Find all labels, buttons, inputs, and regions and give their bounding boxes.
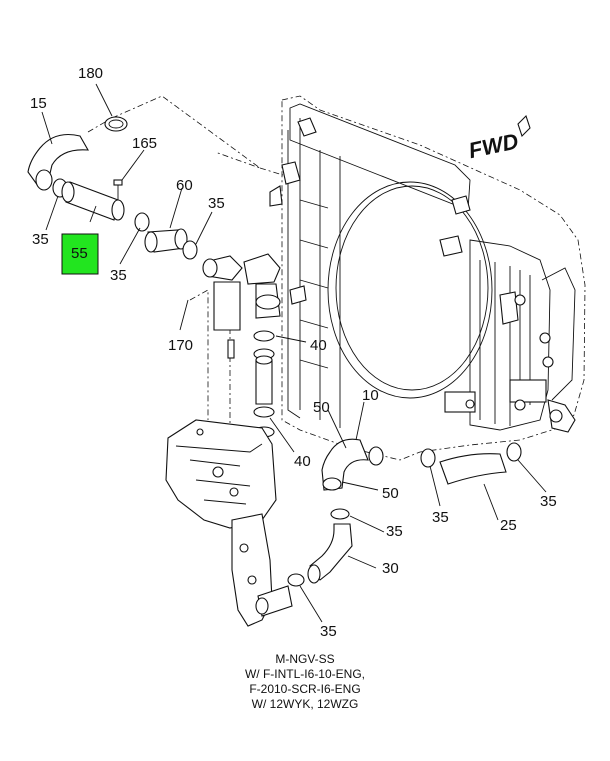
- callout-55-highlight[interactable]: [61, 233, 99, 275]
- seal-40-a: [253, 330, 275, 342]
- caption-line: F-2010-SCR-I6-ENG: [249, 682, 361, 696]
- callout-55[interactable]: 55: [71, 245, 88, 262]
- fwd-label: FWD: [466, 128, 520, 163]
- clamp-35-d: [420, 448, 436, 468]
- callout-60[interactable]: 60: [176, 177, 193, 194]
- callouts: 180 15 165 60 35 55 35 35 170 40 40 50 1…: [30, 65, 557, 640]
- upper-hose-assembly: [27, 95, 284, 260]
- callout-35-f[interactable]: 35: [386, 523, 403, 540]
- forward-direction-indicator: FWD: [466, 114, 531, 163]
- callout-35-b[interactable]: 35: [110, 267, 127, 284]
- callout-35-d[interactable]: 35: [432, 509, 449, 526]
- radiator-assembly: [269, 95, 586, 461]
- caption-line: W/ F-INTL-I6-10-ENG,: [244, 667, 365, 681]
- clamp-35-c: [182, 240, 198, 260]
- callout-35-e[interactable]: 35: [540, 493, 557, 510]
- callout-40-b[interactable]: 40: [294, 453, 311, 470]
- clamp-35-f: [330, 508, 350, 520]
- callout-35-g[interactable]: 35: [320, 623, 337, 640]
- housing-assembly: [165, 253, 305, 627]
- lower-hoses: [307, 438, 522, 584]
- clamp-50-b: [322, 477, 342, 491]
- callout-170[interactable]: 170: [168, 337, 193, 354]
- callout-165[interactable]: 165: [132, 135, 157, 152]
- caption-line: M-NGV-SS: [275, 652, 335, 666]
- forward-arrow-icon: [517, 114, 531, 138]
- callout-30[interactable]: 30: [382, 560, 399, 577]
- leader-lines: [41, 83, 547, 623]
- hose-25: [439, 453, 507, 485]
- callout-10[interactable]: 10: [362, 387, 379, 404]
- clamp-35-e: [506, 442, 522, 462]
- callout-15[interactable]: 15: [30, 95, 47, 112]
- elbow-hose-30: [309, 523, 353, 581]
- callout-180[interactable]: 180: [78, 65, 103, 82]
- callout-35-c[interactable]: 35: [208, 195, 225, 212]
- clamp-180: [104, 116, 128, 132]
- elbow-hose-10: [321, 438, 369, 491]
- callout-50-b[interactable]: 50: [382, 485, 399, 502]
- diagram-caption: M-NGV-SS W/ F-INTL-I6-10-ENG, F-2010-SCR…: [205, 652, 405, 712]
- caption-line: W/ 12WYK, 12WZG: [251, 697, 359, 711]
- clamp-35-g: [287, 573, 305, 587]
- callout-25[interactable]: 25: [500, 517, 517, 534]
- clamp-35-b: [134, 212, 150, 232]
- seal-40-b: [253, 406, 275, 418]
- callout-35-a[interactable]: 35: [32, 231, 49, 248]
- callout-40-a[interactable]: 40: [310, 337, 327, 354]
- callout-50-a[interactable]: 50: [313, 399, 330, 416]
